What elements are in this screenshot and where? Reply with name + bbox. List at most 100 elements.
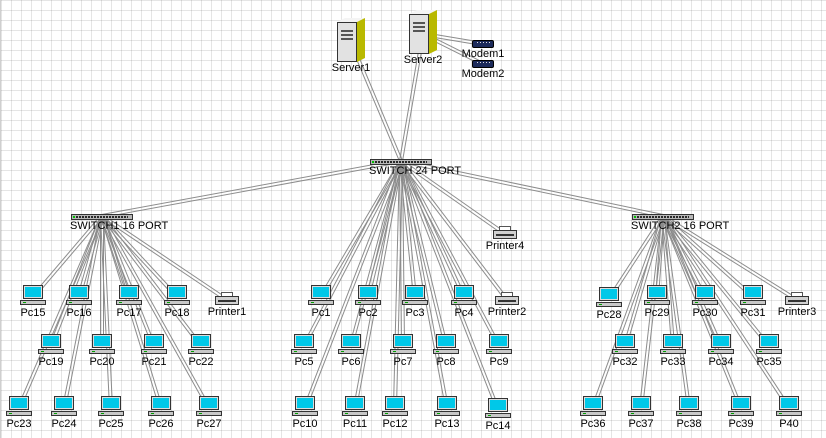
- node-label: Pc22: [188, 356, 214, 368]
- link-switch1-pc15: [31, 214, 102, 297]
- link-switch2-pc37: [639, 215, 663, 408]
- node-pc21[interactable]: Pc21: [122, 332, 186, 370]
- computer-icon: [51, 396, 77, 418]
- node-pc17[interactable]: Pc17: [97, 283, 161, 321]
- link-switch24-switch1: [102, 161, 402, 218]
- node-pc20[interactable]: Pc20: [70, 332, 134, 370]
- node-label: Pc33: [660, 356, 686, 368]
- node-switch2[interactable]: SWITCH2 16 PORT: [631, 210, 729, 234]
- computer-icon: [382, 396, 408, 418]
- link-switch24-pc5: [304, 161, 403, 347]
- node-label: Pc25: [98, 418, 124, 430]
- link-switch2-pc32: [623, 215, 663, 346]
- node-pc37[interactable]: Pc37: [609, 394, 673, 432]
- node-pc16[interactable]: Pc16: [47, 283, 111, 321]
- computer-icon: [486, 334, 512, 356]
- node-pc31[interactable]: Pc31: [721, 283, 785, 321]
- node-pc29[interactable]: Pc29: [625, 283, 689, 321]
- server-icon: [337, 18, 365, 62]
- link-switch1-pc18: [100, 216, 177, 299]
- node-pc23[interactable]: Pc23: [1, 394, 51, 432]
- computer-icon: [292, 396, 318, 418]
- node-label: Pc4: [454, 307, 474, 319]
- node-pc26[interactable]: Pc26: [129, 394, 193, 432]
- node-pc1[interactable]: Pc1: [289, 283, 353, 321]
- computer-icon: [338, 334, 364, 356]
- link-switch2-pc34: [663, 215, 723, 346]
- node-label: Pc28: [596, 309, 622, 321]
- node-pc25[interactable]: Pc25: [79, 394, 143, 432]
- link-switch24-pc4: [401, 160, 466, 297]
- computer-icon: [434, 396, 460, 418]
- node-pc27[interactable]: Pc27: [177, 394, 241, 432]
- computer-icon: [308, 285, 334, 307]
- link-switch24-switch2: [400, 161, 663, 218]
- node-printer2[interactable]: Printer2: [475, 290, 539, 320]
- node-pc15[interactable]: Pc15: [1, 283, 65, 321]
- node-pc13[interactable]: Pc13: [415, 394, 479, 432]
- computer-icon: [38, 334, 64, 356]
- node-pc24[interactable]: Pc24: [32, 394, 96, 432]
- node-pc38[interactable]: Pc38: [657, 394, 721, 432]
- link-switch24-printer4: [399, 161, 505, 236]
- node-pc3[interactable]: Pc3: [383, 283, 447, 321]
- node-pc30[interactable]: Pc30: [673, 283, 737, 321]
- node-pc8[interactable]: Pc8: [414, 332, 478, 370]
- node-pc2[interactable]: Pc2: [336, 283, 400, 321]
- node-pc32[interactable]: Pc32: [593, 332, 657, 370]
- link-switch24-pc7: [401, 160, 405, 346]
- switch-icon: [71, 214, 133, 220]
- node-pc19[interactable]: Pc19: [19, 332, 83, 370]
- computer-icon: [188, 334, 214, 356]
- link-switch2-pc33: [663, 215, 675, 346]
- node-switch1[interactable]: SWITCH1 16 PORT: [70, 210, 168, 234]
- computer-icon: [98, 396, 124, 418]
- computer-icon: [196, 396, 222, 418]
- node-label: Pc1: [311, 307, 331, 319]
- node-server1[interactable]: Server1: [319, 16, 383, 76]
- node-pc5[interactable]: Pc5: [272, 332, 336, 370]
- node-switch24[interactable]: SWITCH 24 PORT: [369, 155, 461, 179]
- node-label: Pc37: [628, 418, 654, 430]
- node-pc10[interactable]: Pc10: [273, 394, 337, 432]
- link-switch1-pc24: [62, 215, 102, 408]
- node-pc9[interactable]: Pc9: [467, 332, 531, 370]
- node-modem2[interactable]: Modem2: [451, 58, 515, 82]
- link-switch2-pc38: [663, 215, 691, 408]
- node-pc35[interactable]: Pc35: [737, 332, 801, 370]
- computer-icon: [692, 285, 718, 307]
- node-pc28[interactable]: Pc28: [577, 285, 641, 323]
- computer-icon: [342, 396, 368, 418]
- link-switch24-pc2: [368, 161, 403, 298]
- computer-icon: [164, 285, 190, 307]
- node-printer3[interactable]: Printer3: [765, 290, 826, 320]
- node-printer4[interactable]: Printer4: [473, 224, 537, 254]
- node-pc11[interactable]: Pc11: [323, 394, 387, 432]
- node-pc6[interactable]: Pc6: [319, 332, 383, 370]
- node-server2[interactable]: Server2: [391, 8, 455, 68]
- link-switch24-pc11: [353, 160, 401, 408]
- node-pc39[interactable]: Pc39: [709, 394, 773, 432]
- node-p40[interactable]: P40: [757, 394, 821, 432]
- node-label: Pc10: [292, 418, 318, 430]
- node-pc7[interactable]: Pc7: [371, 332, 435, 370]
- node-pc36[interactable]: Pc36: [561, 394, 625, 432]
- link-switch1-pc16: [77, 215, 102, 297]
- computer-icon: [116, 285, 142, 307]
- node-pc33[interactable]: Pc33: [641, 332, 705, 370]
- node-printer1[interactable]: Printer1: [195, 290, 259, 320]
- node-pc34[interactable]: Pc34: [689, 332, 753, 370]
- link-switch2-pc37: [641, 216, 665, 409]
- node-pc4[interactable]: Pc4: [432, 283, 496, 321]
- link-switch24-pc9: [401, 160, 501, 346]
- computer-icon: [141, 334, 167, 356]
- node-pc14[interactable]: Pc14: [466, 396, 530, 434]
- node-pc22[interactable]: Pc22: [169, 332, 233, 370]
- node-modem1[interactable]: Modem1: [451, 38, 515, 62]
- node-pc12[interactable]: Pc12: [363, 394, 427, 432]
- link-switch1-pc22: [100, 216, 201, 348]
- node-pc18[interactable]: Pc18: [145, 283, 209, 321]
- link-switch2-pc34: [661, 216, 721, 347]
- node-label: Pc21: [141, 356, 167, 368]
